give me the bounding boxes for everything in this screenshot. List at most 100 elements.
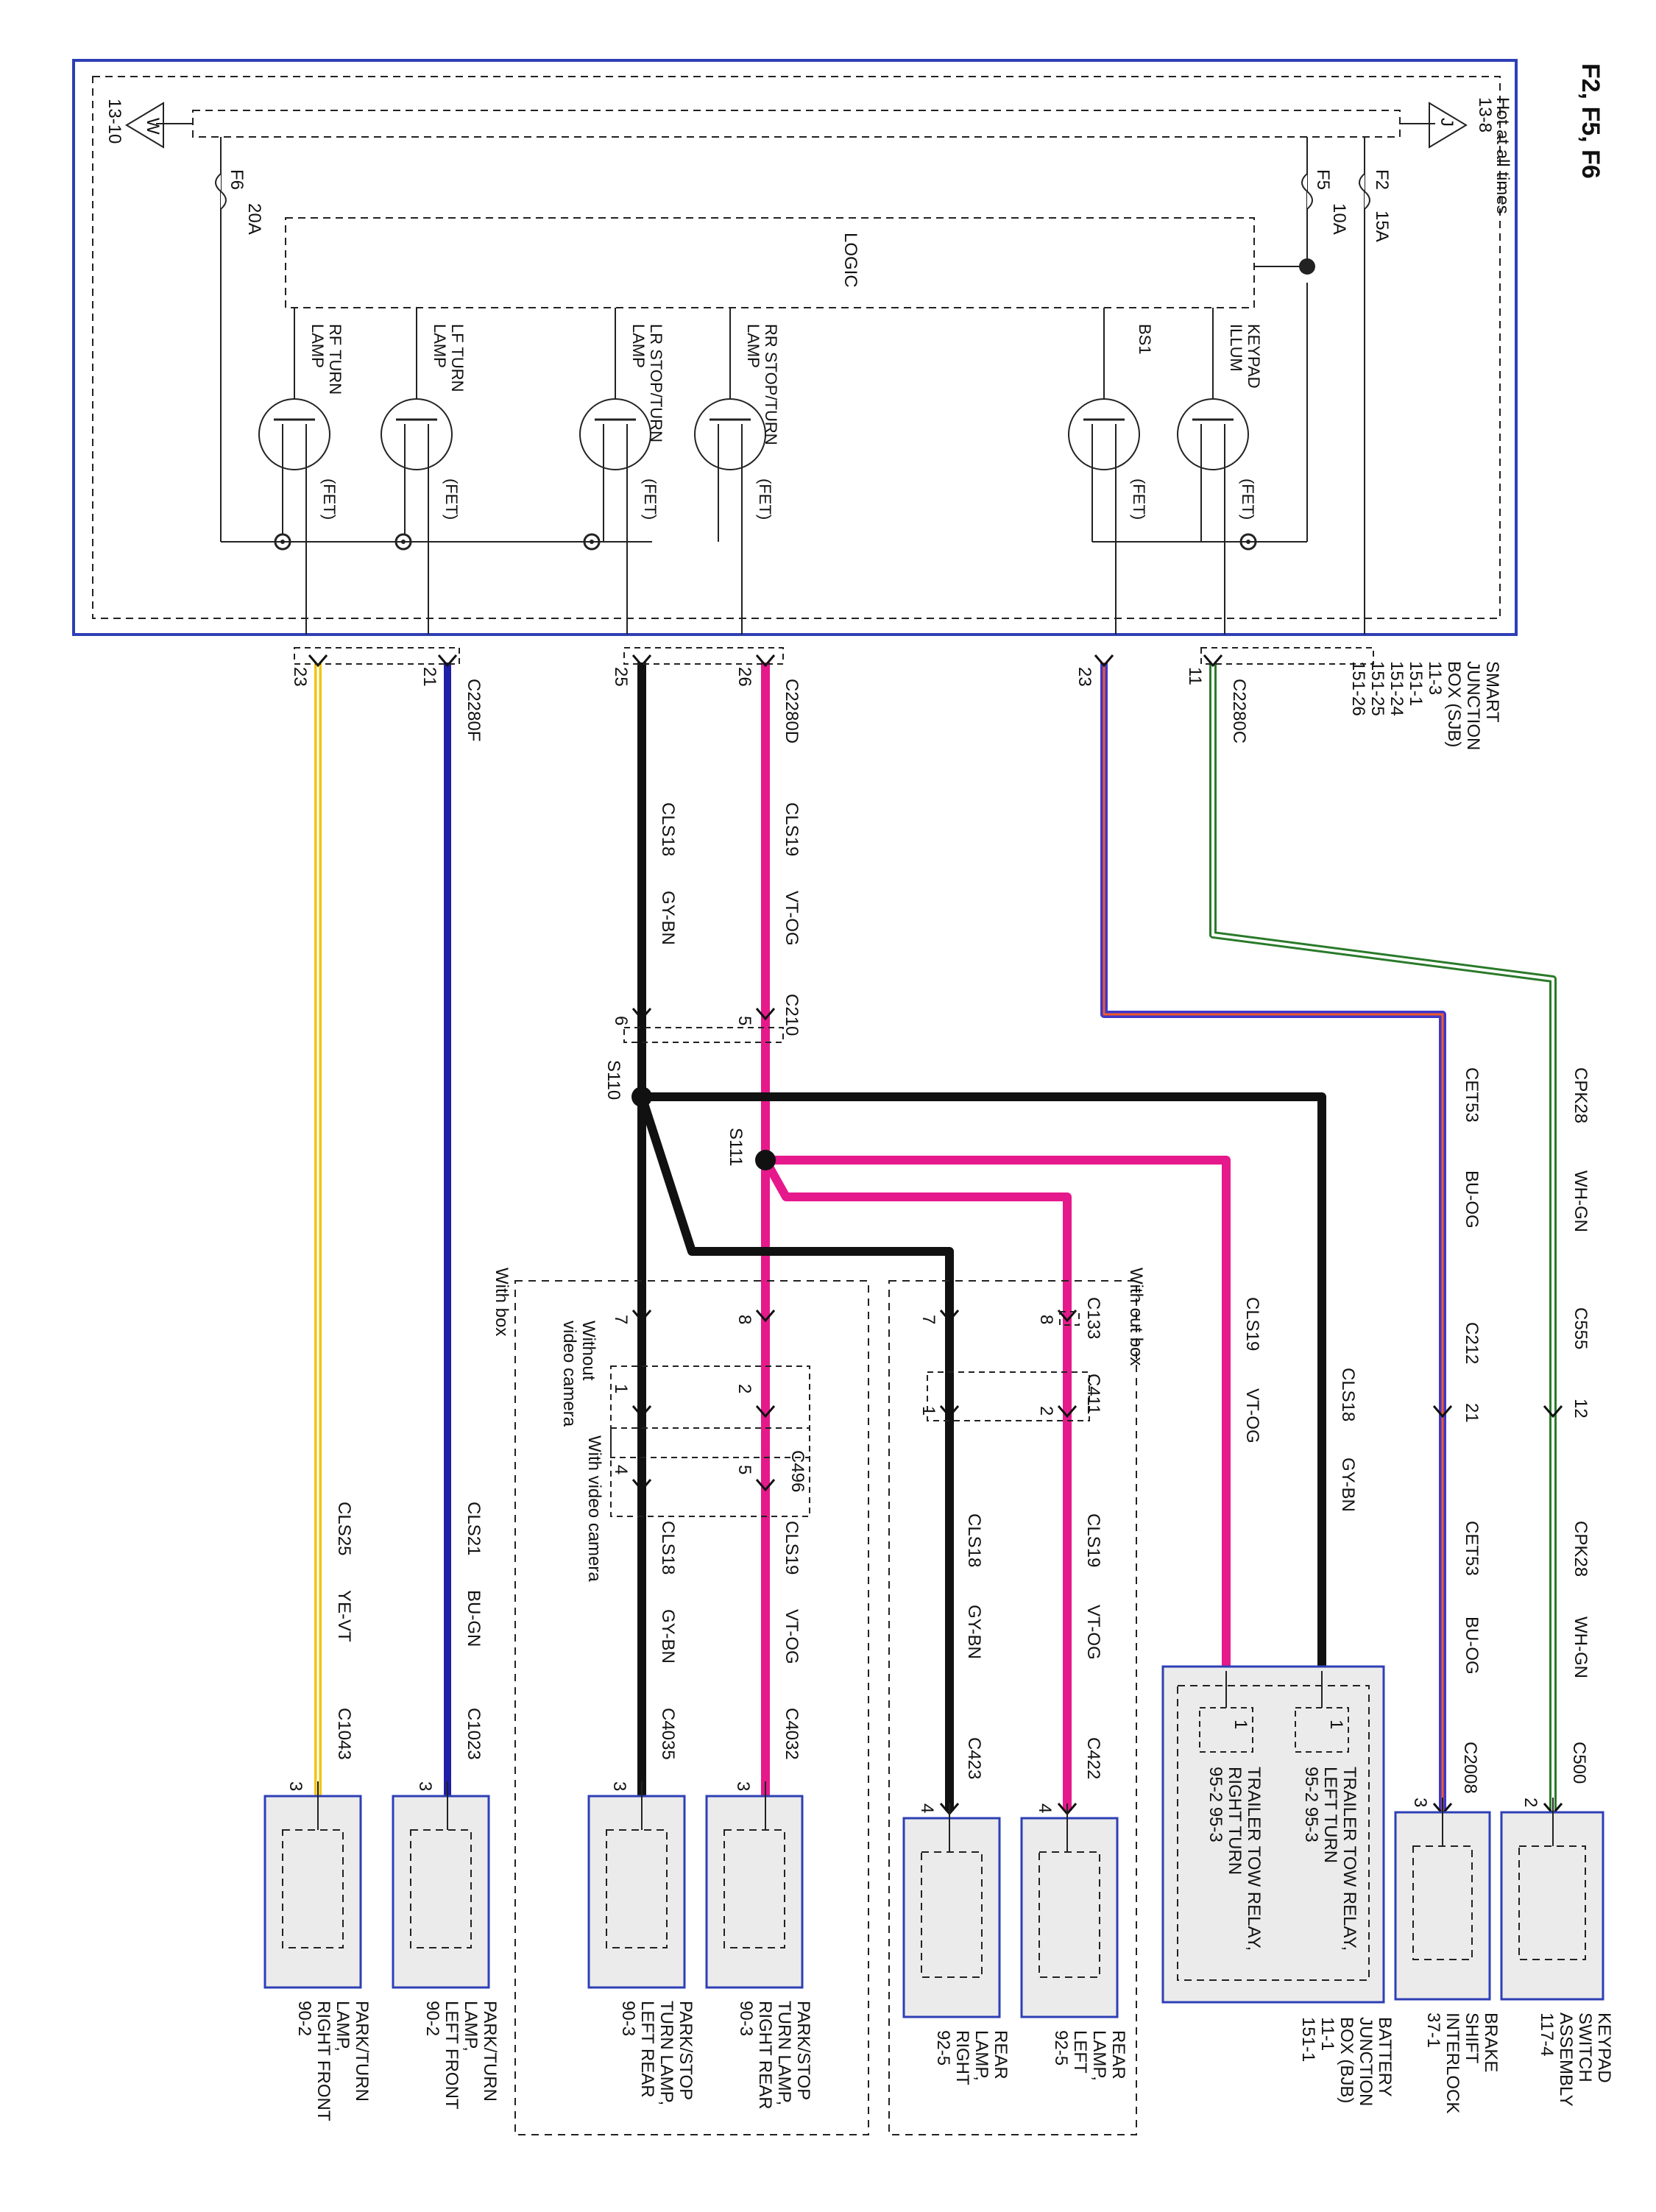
wire-bu-og-stripe [1103, 662, 1444, 1811]
f5-splice-dot [1299, 258, 1315, 275]
fet-bs1-fet-label: (FET) [1130, 478, 1148, 520]
fuse-f6-icon: F6 20A [215, 169, 264, 235]
label-wires-buog_b: BU-OG [1462, 1616, 1482, 1675]
label-connectors-c210: C210 [782, 994, 802, 1036]
label-connectors-pin_21: 21 [420, 667, 439, 687]
connector-chevron-11 [631, 1310, 652, 1323]
label-wires-vtog_a: VT-OG [782, 891, 802, 946]
label-connectors-c411_1: 1 [919, 1406, 938, 1416]
label-connectors-pin_8b: 8 [735, 1315, 754, 1324]
connector-chevron-2 [755, 654, 776, 668]
label-wires-whgn_a: WH-GN [1571, 1170, 1590, 1232]
park-turn-right-front-label: PARK/TURNLAMP,RIGHT FRONT90-2 [294, 2001, 372, 2121]
fet-keypad-illum-fet-label: (FET) [1239, 478, 1257, 520]
splice-s110 [631, 1086, 652, 1107]
label-connectors-s111: S111 [726, 1128, 746, 1167]
park-stop-turn-left-rear-box [587, 1795, 686, 1989]
connector-shell-1 [294, 647, 460, 665]
label-wires-buog_a: BU-OG [1462, 1170, 1482, 1229]
label-connectors-c4xx_1: 1 [611, 1384, 631, 1393]
ground-right-icon: J 13-8 [1429, 97, 1495, 149]
park-turn-right-front-pin: 3 [286, 1781, 305, 1791]
connector-chevron-16 [755, 1405, 776, 1418]
components-group: C5002KEYPADSWITCHASSEMBLY117-4C20083BRAK… [263, 1665, 1614, 2121]
wire-wh-gn [1209, 662, 1557, 1811]
rear-lamp-left-label: REARLAMP,LEFT92-5 [1051, 2030, 1128, 2081]
sjb-outer-frame [72, 59, 1518, 636]
label-connectors-pin_11: 11 [1185, 667, 1205, 685]
connector-shell-4 [1059, 1311, 1080, 1326]
fet-bs1-icon: (FET) BS1 [1068, 308, 1154, 520]
rear-lamp-left-pin: 4 [1035, 1803, 1055, 1813]
label-connectors-without_video: Withoutvideo camera [559, 1321, 598, 1427]
label-wires-cls19_c: CLS19 [1083, 1513, 1103, 1567]
label-wires-cls21: CLS21 [464, 1502, 484, 1555]
connector-chevron-19 [631, 1479, 652, 1492]
label-connectors-c2280d: C2280D [782, 679, 802, 743]
wires-group [294, 647, 1563, 2135]
fuse-f6-name: F6 [227, 169, 247, 190]
label-connectors-c133_8a: 8 [1036, 1315, 1056, 1324]
rear-lamp-right-pin: 4 [917, 1803, 937, 1813]
wire-bu-og [1100, 662, 1446, 1811]
label-wires-gybn_d: GY-BN [658, 1609, 678, 1664]
fet-group: (FET) KEYPADILLUM (FET) BS1 (FET) RR STOP/TUR… [258, 308, 1263, 635]
fet-lr-icon: (FET)LR STOP/TURNLAMP [579, 308, 665, 520]
connector-chevron-6 [755, 1008, 776, 1021]
park-stop-turn-left-rear-conn: C4035 [658, 1708, 678, 1760]
park-turn-right-front-box [263, 1795, 362, 1989]
label-wires-gybn_b: GY-BN [1338, 1457, 1358, 1512]
power-bus [192, 110, 1401, 138]
label-wires-cet53_a: CET53 [1462, 1067, 1482, 1123]
park-stop-turn-right-rear-label: PARK/STOPTURN LAMP,RIGHT REAR90-3 [736, 2001, 813, 2110]
wire-vt-og-rear-left [761, 1158, 1072, 1811]
label-wires-cpk28_a: CPK28 [1571, 1067, 1590, 1123]
label-connectors-pin_23a: 23 [290, 667, 310, 687]
connector-chevron-7 [631, 1008, 652, 1021]
label-wires-cls18_a: CLS18 [658, 802, 678, 856]
fet-keypad-illum-label: KEYPADILLUM [1227, 324, 1263, 389]
rear-lamp-left-box [1020, 1817, 1119, 2018]
fet-lf-icon: (FET)LF TURNLAMP [381, 308, 467, 520]
park-turn-left-front-conn: C1023 [464, 1708, 484, 1760]
fuse-f5-rating: 10A [1329, 203, 1349, 235]
label-connectors-c555_12: 12 [1571, 1399, 1590, 1418]
park-stop-turn-left-rear-pin: 3 [609, 1781, 629, 1791]
fet-rr-label: RR STOP/TURNLAMP [744, 324, 780, 445]
fuse-f5-name: F5 [1313, 169, 1333, 190]
connector-chevron-13 [939, 1310, 960, 1323]
rear-lamp-right-box [902, 1817, 1001, 2018]
label-connectors-c496_5: 5 [735, 1465, 754, 1474]
brake-shift-interlock-pin: 3 [1410, 1798, 1430, 1807]
fuse-f6-rating: 20A [244, 203, 264, 235]
bjb-relay-right: TRAILER TOW RELAY,RIGHT TURN95-2 95-3 [1206, 1767, 1264, 1951]
wire-wh-gn-stripe [1211, 662, 1554, 1811]
fet-bs1-label: BS1 [1136, 324, 1154, 355]
label-wires-cls25: CLS25 [334, 1502, 354, 1555]
keypad-switch-assembly-pin: 2 [1521, 1798, 1540, 1807]
keypad-switch-assembly-label: KEYPADSWITCHASSEMBLY117-4 [1537, 2013, 1614, 2107]
label-connectors-s110: S110 [604, 1060, 623, 1100]
ground-right-letter: J [1437, 118, 1457, 127]
fet-lr-fet-label: (FET) [641, 478, 659, 520]
label-connectors-c212: C212 [1462, 1322, 1482, 1364]
label-wires-vtog_b: VT-OG [1242, 1388, 1262, 1444]
connector-shell-7 [927, 1371, 1090, 1421]
label-connectors-pin_26: 26 [735, 667, 754, 687]
connector-chevron-14 [1057, 1405, 1078, 1418]
label-wires-cls18_b: CLS18 [1338, 1368, 1358, 1421]
ground-left-letter: W [143, 118, 163, 135]
brake-shift-interlock-conn: C2008 [1460, 1742, 1480, 1794]
label-connectors-c133_7a: 7 [919, 1315, 938, 1324]
label-wires-vtog_d: VT-OG [782, 1609, 802, 1664]
park-turn-left-front-box [392, 1795, 490, 1989]
park-turn-left-front-label: PARK/TURNLAMP,LEFT FRONT90-2 [422, 2001, 500, 2110]
fuse-f2-icon: F2 15A [1359, 169, 1392, 242]
brake-shift-interlock-label: BRAKESHIFTINTERLOCK37-1 [1423, 2013, 1501, 2113]
label-connectors-pin_25: 25 [611, 667, 631, 687]
label-connectors-with_box: With box [492, 1268, 512, 1336]
